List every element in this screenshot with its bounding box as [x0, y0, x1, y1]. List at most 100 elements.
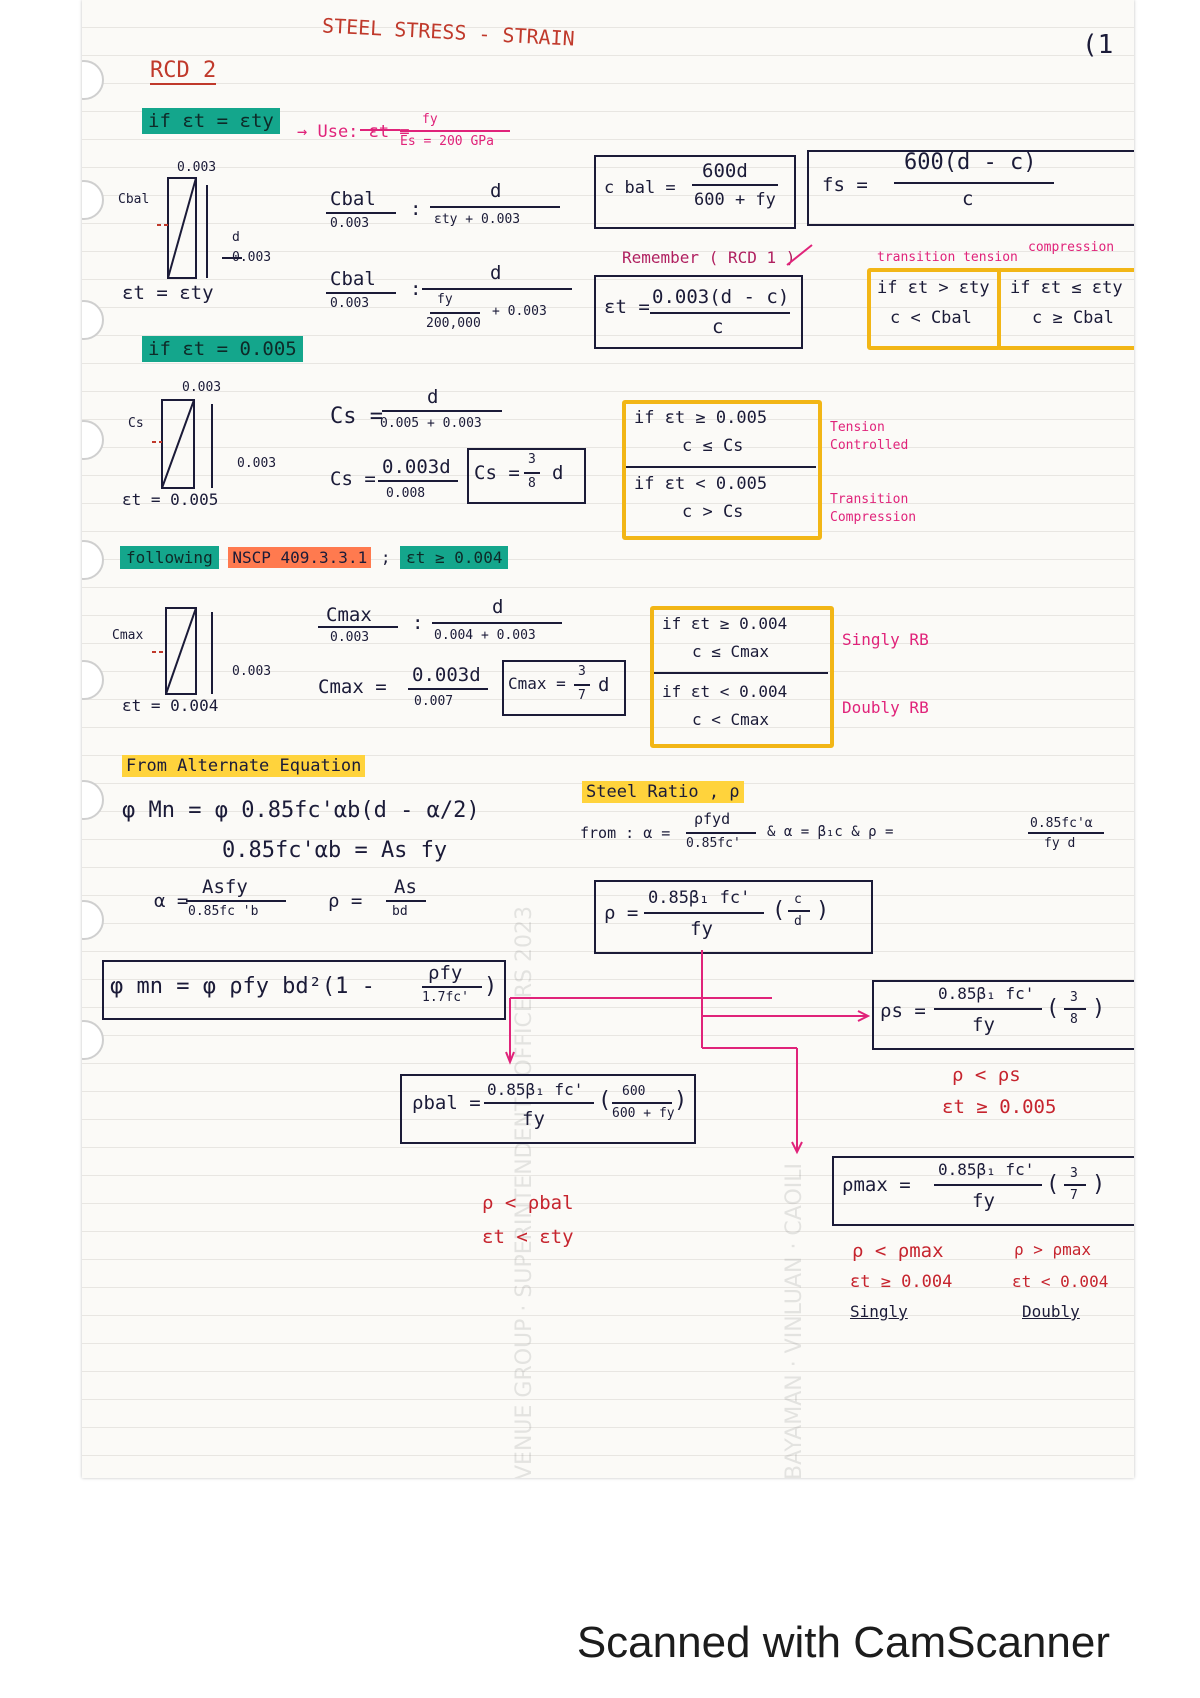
s1-eq1-rfrac [430, 206, 560, 208]
s4-rho-den: bd [392, 904, 408, 919]
pbal-l: ρbal = [412, 1092, 481, 1114]
pm-doubly-1: ρ > ρmax [1014, 1240, 1092, 1259]
s1-eq2-rfrac [422, 288, 572, 290]
s3-b2-line1: if εt < 0.004 [662, 682, 788, 701]
ps-frac [934, 1008, 1042, 1010]
s4-rho-frac [386, 900, 426, 902]
pm-singly-3: Singly [850, 1302, 908, 1321]
s1-eq2-rden-b: 200,000 [426, 316, 481, 331]
pm-singly-2: εt ≥ 0.004 [850, 1272, 953, 1292]
transition-compression-2: Compression [830, 510, 917, 525]
s1-eq2-colon: : [410, 278, 422, 300]
s1-eq2-lnum: Cbal [330, 268, 376, 290]
s5-heading: Steel Ratio , ρ [582, 781, 744, 803]
s3-cmax-label: Cmax [112, 628, 144, 643]
s1-condition: εt = εty [122, 282, 214, 304]
s1-eq2-rden-a: fy [437, 292, 453, 307]
s4-eq1: φ Mn = φ 0.85fc'αb(d - α/2) [122, 798, 480, 823]
ps-paren-open: ( [1046, 996, 1060, 1021]
s3-eq2-frac [408, 688, 488, 690]
s3-heading: following NSCP 409.3.3.1 ; εt ≥ 0.004 [120, 546, 509, 569]
s2-eq2-frac [378, 480, 458, 482]
s3-eq1-lden: 0.003 [330, 630, 370, 645]
s1-use-den: Es = 200 GPa [400, 134, 494, 149]
ps-den: fy [972, 1014, 995, 1036]
s4-mn: φ mn = φ ρfy bd²(1 - [110, 974, 375, 999]
remember-note: Remember ( RCD 1 ) [622, 248, 796, 267]
s4-heading: From Alternate Equation [122, 755, 366, 777]
s3-eq2-num: 0.003d [412, 664, 481, 686]
s3-eq1-lnum: Cmax [326, 604, 372, 626]
cbal-eq: c bal = [604, 178, 676, 198]
ps-cond-1: ρ < ρs [952, 1064, 1021, 1086]
notebook-page: VENUE GROUP · SUPERINTENDENT · OFFICERS … [82, 0, 1134, 1478]
ps-paren-close: ) [1092, 996, 1106, 1021]
transition-tension-label: transition tension [877, 250, 1018, 265]
s3-eq2-den: 0.007 [414, 694, 454, 709]
s2-cs-label: Cs [128, 416, 144, 431]
s3-eq3-frac [574, 684, 590, 686]
diagram-layer [152, 129, 871, 1155]
compression-label: compression [1028, 240, 1115, 255]
s1-heading: if εt = εty [142, 108, 280, 134]
s3-b1-line2: c ≤ Cmax [692, 642, 770, 661]
s3-eq3-num: 3 [578, 664, 586, 679]
pmax-pnum: 3 [1070, 1166, 1078, 1181]
s4-alpha-l: α = [154, 890, 189, 912]
s5-and: & α = β₁c & ρ = [767, 824, 894, 840]
s1-eq1-rnum: d [490, 180, 502, 202]
s1-eq2-rden-c: + 0.003 [492, 304, 547, 319]
s5-rho-num: 0.85β₁ fc' [648, 888, 751, 908]
pmax-den: fy [972, 1190, 995, 1212]
pbal-paren-num: 600 [622, 1084, 646, 1099]
s4-alpha-frac [186, 900, 286, 902]
s1-eq1-colon: : [410, 198, 422, 220]
s2-eq1-num: d [427, 386, 439, 408]
s3-box-divider [654, 672, 828, 674]
pbal-paren-open: ( [598, 1088, 612, 1113]
s5-rho-den: fy [690, 918, 713, 940]
s5-rho-pfrac [788, 910, 810, 912]
s1-eq1-lnum: Cbal [330, 188, 376, 210]
s5-and-den: fy d [1044, 836, 1076, 851]
s5-rho-pden: d [794, 914, 802, 929]
s1-eq1-lden: 0.003 [330, 216, 370, 231]
pmax-bracket [832, 1156, 1134, 1226]
pbal-paren-frac [612, 1102, 672, 1104]
et-den: c [712, 316, 724, 338]
s5-from-num: ρfyd [694, 810, 731, 828]
ps-pfrac [1064, 1008, 1086, 1010]
pm-doubly-3: Doubly [1022, 1302, 1080, 1321]
pmax-pden: 7 [1070, 1188, 1078, 1203]
s1-eq1-lfrac [326, 212, 396, 214]
et-num: 0.003(d - c) [652, 286, 790, 308]
s2-eq3-num: 3 [528, 452, 536, 467]
pmax-num: 0.85β₁ fc' [938, 1160, 1035, 1179]
pbal-den: fy [522, 1108, 545, 1130]
s3-eq3: Cmax = [508, 674, 566, 693]
s1-eq2-rnum: d [490, 262, 502, 284]
s3-condition: εt = 0.004 [122, 696, 219, 715]
s2-eq3-den: 8 [528, 476, 536, 491]
pmax-l: ρmax = [842, 1174, 911, 1196]
scanner-watermark: Scanned with CamScanner [576, 1618, 1110, 1667]
s1-strain-bot: 0.003 [232, 250, 272, 265]
s3-b1-line1: if εt ≥ 0.004 [662, 614, 788, 633]
s5-rho-l: ρ = [604, 902, 639, 924]
tc-line-2: c ≥ Cbal [1032, 308, 1114, 328]
s3-eq1-rden: 0.004 + 0.003 [434, 628, 536, 643]
s5-from: from : α = [580, 824, 671, 842]
pbal-paren-den: 600 + fy [612, 1106, 675, 1121]
s2-eq2-l: Cs = [330, 468, 376, 490]
s5-and-num: 0.85fc'α [1030, 816, 1093, 831]
s5-from-den: 0.85fc' [686, 836, 741, 851]
s4-eq2: 0.85fc'αb = As fy [222, 838, 448, 863]
s3-eq3-d: d [598, 674, 610, 696]
s2-eq1-den: 0.005 + 0.003 [380, 416, 482, 431]
s2-box-divider [626, 466, 816, 468]
transition-compression-1: Transition [830, 492, 909, 507]
pmax-paren-open: ( [1046, 1172, 1060, 1197]
s3-eq1-rfrac [432, 622, 562, 624]
ps-l: ρs = [880, 1000, 926, 1022]
s2-b2-line1: if εt < 0.005 [634, 474, 768, 494]
